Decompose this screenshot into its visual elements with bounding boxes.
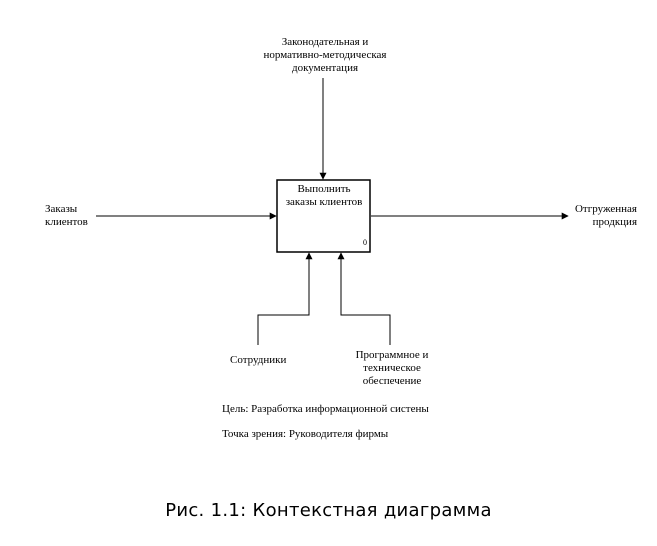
input-label: Заказы клиентов [45, 203, 88, 229]
mechanism-arrow-software [337, 252, 391, 345]
viewpoint-text: Точка зрения: Руководителя фирмы [222, 428, 389, 440]
function-box [276, 179, 371, 253]
goal-text: Цель: Разработка информационной систены [222, 403, 429, 415]
mechanism-label-employees: Сотрудники [230, 354, 286, 367]
output-label-line-1: Отгруженная [574, 203, 637, 215]
function-label: Выполнить заказы клиентов [278, 183, 370, 209]
input-label-line-1: Заказы [45, 203, 78, 215]
mechanism-label-software-line-1: Программное и [355, 349, 429, 361]
control-label-line-3: документация [291, 62, 359, 74]
control-label-line-1: Законодательная и [281, 36, 369, 48]
figure-caption: Рис. 1.1: Контекстная диаграмма [165, 500, 492, 521]
function-label-line-1: Выполнить [297, 183, 351, 195]
control-label: Законодательная и нормативно-методическа… [240, 36, 410, 75]
control-label-line-2: нормативно-методическая [263, 49, 387, 61]
mechanism-label-software: Программное и техническое обеспечение [340, 349, 444, 388]
mechanism-arrow-employees [257, 252, 313, 345]
input-label-line-2: клиентов [45, 216, 88, 228]
mechanism-label-software-line-3: обеспечение [362, 375, 422, 387]
output-label-line-2: продкция [592, 216, 637, 228]
function-label-line-2: заказы клиентов [285, 196, 363, 208]
output-label: Отгруженная продкция [557, 203, 637, 229]
mechanism-label-software-line-2: техническое [363, 362, 421, 374]
mechanism-label-employees-line-1: Сотрудники [230, 354, 287, 366]
node-number: 0 [363, 238, 367, 247]
